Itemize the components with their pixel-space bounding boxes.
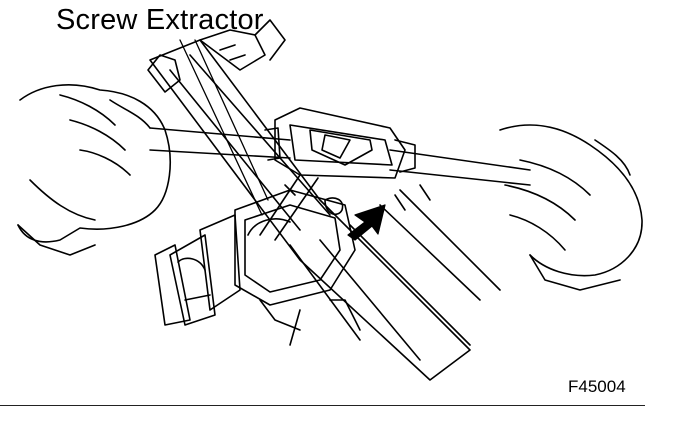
steering-column <box>149 39 501 381</box>
bottom-divider <box>0 405 645 406</box>
column-upper-parts <box>147 19 286 93</box>
tap-handle-bar <box>149 127 531 186</box>
callout-leader-lines <box>179 39 269 216</box>
figure-id: F45004 <box>568 377 626 396</box>
tap-handle <box>264 107 416 179</box>
right-hand <box>499 124 643 291</box>
key-cylinder-housing <box>154 189 356 331</box>
arrow-indicator-icon <box>347 204 386 241</box>
left-hand <box>17 84 171 256</box>
